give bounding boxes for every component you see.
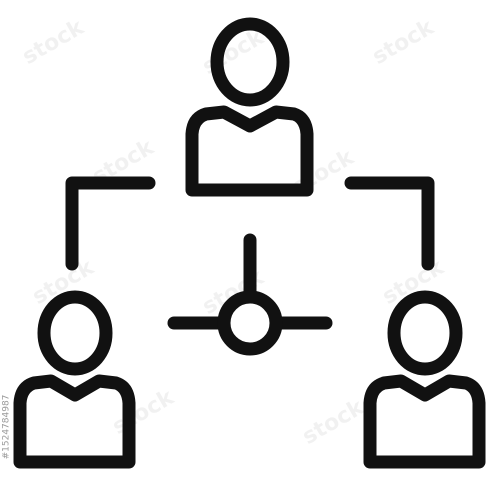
- left-person-icon: [13, 290, 136, 469]
- left-person-head: [37, 290, 113, 376]
- connector-lines: [65, 176, 435, 330]
- left-person-body: [13, 374, 136, 469]
- left-bracket-line: [65, 176, 156, 271]
- right-bracket-line: [344, 176, 435, 271]
- stock-image-id: #1524784987: [1, 394, 12, 460]
- hub-node-icon: [217, 290, 283, 356]
- right-person-body: [363, 374, 486, 469]
- top-person-body: [185, 105, 314, 197]
- right-person-icon: [363, 290, 486, 469]
- top-person-icon: [185, 17, 314, 197]
- top-person-head: [210, 17, 290, 107]
- right-person-head: [387, 290, 463, 376]
